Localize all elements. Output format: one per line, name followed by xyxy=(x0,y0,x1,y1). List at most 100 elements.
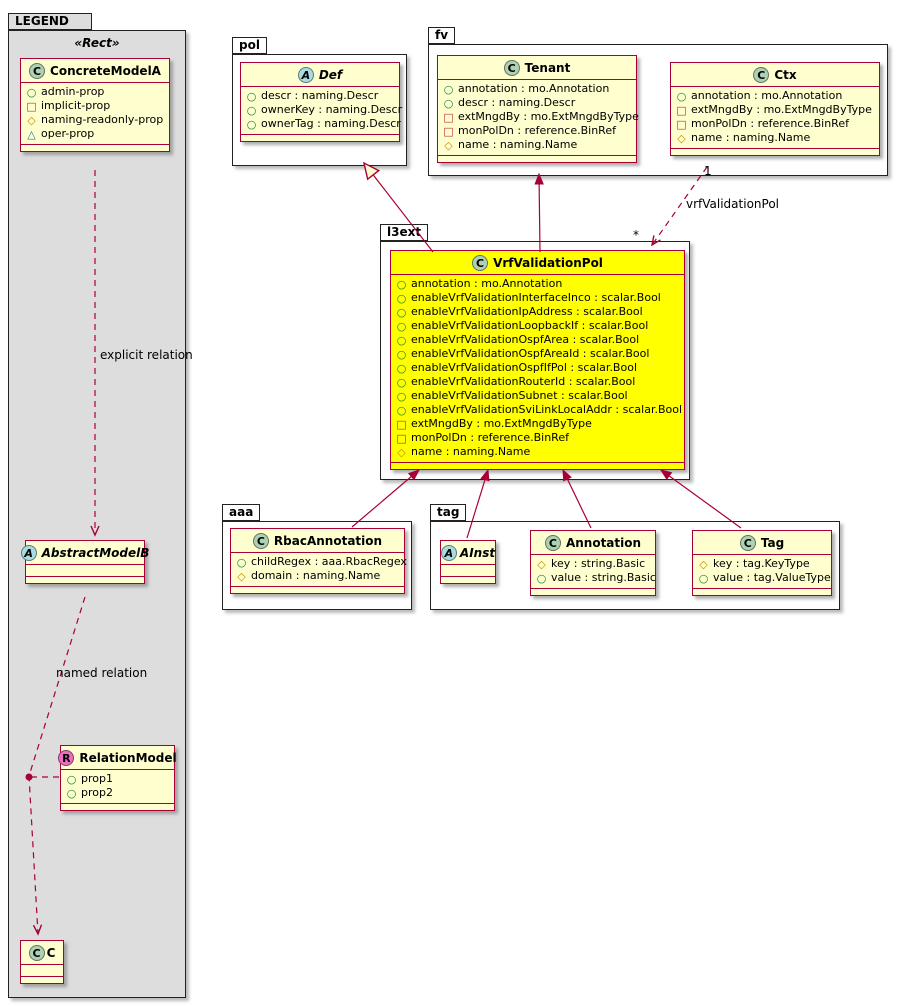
class-attributes xyxy=(26,564,144,576)
attribute-text: prop1 xyxy=(81,772,113,785)
visibility-icon xyxy=(26,87,37,98)
class-tenant: C Tenant annotation : mo.Annotation desc… xyxy=(437,55,639,163)
class-methods-compartment xyxy=(231,586,404,593)
class-methods-compartment xyxy=(391,462,684,469)
attribute-text: value : string.Basic xyxy=(551,571,656,584)
attribute-text: enableVrfValidationIpAddress : scalar.Bo… xyxy=(411,305,643,318)
class-attributes: key : tag.KeyType value : tag.ValueType xyxy=(693,554,831,588)
class-attributes xyxy=(21,964,63,976)
visibility-icon xyxy=(536,573,547,584)
attribute-text: enableVrfValidationOspfIfPol : scalar.Bo… xyxy=(411,361,637,374)
class-methods-compartment xyxy=(441,576,495,583)
visibility-icon xyxy=(26,129,37,140)
visibility-icon xyxy=(698,573,709,584)
attribute-text: enableVrfValidationOspfAreaId : scalar.B… xyxy=(411,347,650,360)
class-spot-icon: C xyxy=(252,533,269,549)
class-header: C ConcreteModelA xyxy=(21,59,169,82)
class-methods-compartment xyxy=(438,155,636,162)
class-methods-compartment xyxy=(531,588,655,595)
relation-label-vrfvalidationpol: vrfValidationPol xyxy=(686,197,779,211)
class-attribute: childRegex : aaa.RbacRegex xyxy=(236,555,407,569)
class-header: C Tenant xyxy=(438,56,636,79)
class-abstractmodelb: A AbstractModelB xyxy=(20,540,149,584)
class-header: C VrfValidationPol xyxy=(391,251,684,274)
attribute-text: ownerKey : naming.Descr xyxy=(261,103,403,116)
class-attribute: annotation : mo.Annotation xyxy=(396,277,679,291)
class-spot-icon: R xyxy=(58,750,75,766)
visibility-icon xyxy=(396,391,407,402)
visibility-icon xyxy=(246,105,257,116)
package-tab-tag: tag xyxy=(430,504,467,521)
package-tab-pol: pol xyxy=(232,37,267,54)
class-attribute: annotation : mo.Annotation xyxy=(443,82,631,96)
class-vrfvalidationpol: C VrfValidationPol annotation : mo.Annot… xyxy=(390,250,685,470)
attribute-text: ownerTag : naming.Descr xyxy=(261,117,401,130)
multiplicity-vrf: * xyxy=(633,228,639,242)
relation-label-explicit: explicit relation xyxy=(100,348,193,362)
class-spot-icon: C xyxy=(503,60,520,76)
class-name: Tenant xyxy=(524,61,571,75)
visibility-icon xyxy=(443,98,454,109)
class-header: C Annotation xyxy=(531,531,655,554)
class-attribute: enableVrfValidationLoopbackIf : scalar.B… xyxy=(396,319,679,333)
class-attribute: value : string.Basic xyxy=(536,571,656,585)
class-spot-icon: C xyxy=(739,535,756,551)
class-attribute: name : naming.Name xyxy=(676,131,874,145)
attribute-text: descr : naming.Descr xyxy=(261,89,379,102)
class-rbacannotation: C RbacAnnotation childRegex : aaa.RbacRe… xyxy=(230,528,407,594)
class-attributes: key : string.Basic value : string.Basic xyxy=(531,554,656,588)
multiplicity-ctx: 1 xyxy=(704,164,712,178)
class-concretemodela: C ConcreteModelA admin-prop implicit-pro… xyxy=(20,58,170,152)
class-attribute: name : naming.Name xyxy=(443,138,631,152)
relation-label-named: named relation xyxy=(56,666,148,680)
class-attributes: annotation : mo.Annotation enableVrfVali… xyxy=(391,274,684,462)
attribute-text: monPolDn : reference.BinRef xyxy=(411,431,569,444)
class-name: RelationModel xyxy=(79,751,177,765)
visibility-icon xyxy=(236,571,247,582)
class-attribute: extMngdBy : mo.ExtMngdByType xyxy=(443,110,639,124)
visibility-icon xyxy=(396,447,407,458)
class-spot-icon: C xyxy=(28,945,45,961)
class-attribute: value : tag.ValueType xyxy=(698,571,831,585)
visibility-icon xyxy=(536,559,547,570)
class-attribute: ownerKey : naming.Descr xyxy=(246,103,402,117)
class-attribute: enableVrfValidationOspfAreaId : scalar.B… xyxy=(396,347,679,361)
class-attribute: extMngdBy : mo.ExtMngdByType xyxy=(396,417,679,431)
visibility-icon xyxy=(236,557,247,568)
class-attribute: domain : naming.Name xyxy=(236,569,399,583)
class-name: ConcreteModelA xyxy=(50,64,161,78)
package-tab-l3ext: l3ext xyxy=(380,224,429,241)
class-attribute: key : string.Basic xyxy=(536,557,650,571)
class-header: C C xyxy=(21,941,63,964)
attribute-text: enableVrfValidationRouterId : scalar.Boo… xyxy=(411,375,636,388)
class-attribute: monPolDn : reference.BinRef xyxy=(676,117,874,131)
class-name: Annotation xyxy=(565,536,642,550)
attribute-text: enableVrfValidationInterfaceInco : scala… xyxy=(411,291,661,304)
class-header: R RelationModel xyxy=(58,746,177,769)
visibility-icon xyxy=(676,105,687,116)
class-attribute: descr : naming.Descr xyxy=(246,89,394,103)
class-attribute: monPolDn : reference.BinRef xyxy=(396,431,679,445)
visibility-icon xyxy=(676,91,687,102)
visibility-icon xyxy=(396,293,407,304)
visibility-icon xyxy=(396,419,407,430)
class-attribute: annotation : mo.Annotation xyxy=(676,89,874,103)
attribute-text: name : naming.Name xyxy=(458,138,578,151)
class-name: Tag xyxy=(760,536,785,550)
class-methods-compartment xyxy=(26,576,144,583)
visibility-icon xyxy=(396,433,407,444)
class-tag: C Tag key : tag.KeyType value : tag.Valu… xyxy=(692,530,832,596)
class-attribute: enableVrfValidationInterfaceInco : scala… xyxy=(396,291,679,305)
class-attribute: enableVrfValidationOspfIfPol : scalar.Bo… xyxy=(396,361,679,375)
class-methods-compartment xyxy=(671,148,879,155)
class-methods-compartment xyxy=(693,588,831,595)
class-attribute: prop2 xyxy=(66,786,169,800)
visibility-icon xyxy=(443,84,454,95)
class-spot-icon: C xyxy=(29,63,46,79)
attribute-text: annotation : mo.Annotation xyxy=(458,82,610,95)
class-methods-compartment xyxy=(61,803,174,810)
legend-stereotype: «Rect» xyxy=(74,36,120,50)
attribute-text: monPolDn : reference.BinRef xyxy=(691,117,849,130)
class-attribute: oper-prop xyxy=(26,127,164,141)
class-relationmodel: R RelationModel prop1 prop2 xyxy=(58,745,177,811)
